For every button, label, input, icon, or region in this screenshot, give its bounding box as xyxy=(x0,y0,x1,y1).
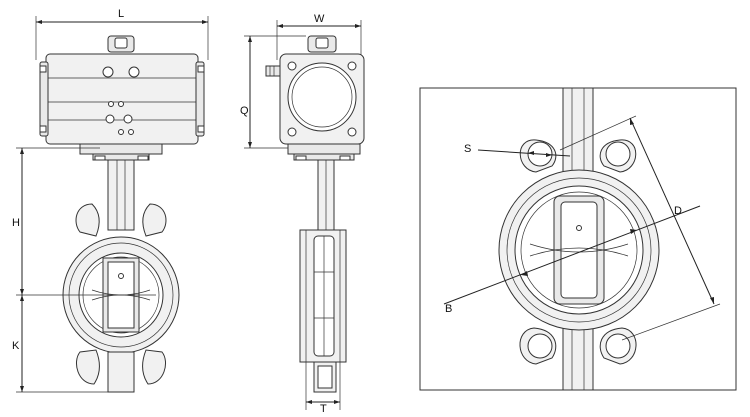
front-view: L xyxy=(12,8,209,393)
label-K: K xyxy=(12,340,20,352)
label-Q: Q xyxy=(240,105,249,117)
dimension-L: L xyxy=(35,8,209,60)
dimension-S: S xyxy=(464,143,571,157)
dimension-Q: Q xyxy=(240,35,306,149)
dimension-H: H xyxy=(12,147,100,295)
label-H: H xyxy=(12,217,20,229)
label-S: S xyxy=(464,143,471,155)
dimension-B: B xyxy=(443,205,701,315)
actuator-front xyxy=(39,53,205,145)
label-T: T xyxy=(320,403,327,415)
dimension-W: W xyxy=(276,13,362,60)
label-L: L xyxy=(118,8,124,20)
label-B: B xyxy=(445,303,452,315)
label-D: D xyxy=(674,205,682,217)
dimension-T: T xyxy=(305,362,341,415)
detail-view: B D S xyxy=(419,87,737,391)
dimension-D: D xyxy=(559,115,721,341)
label-W: W xyxy=(314,13,325,25)
side-view: W Q xyxy=(240,13,365,415)
dimension-K: K xyxy=(12,294,108,393)
